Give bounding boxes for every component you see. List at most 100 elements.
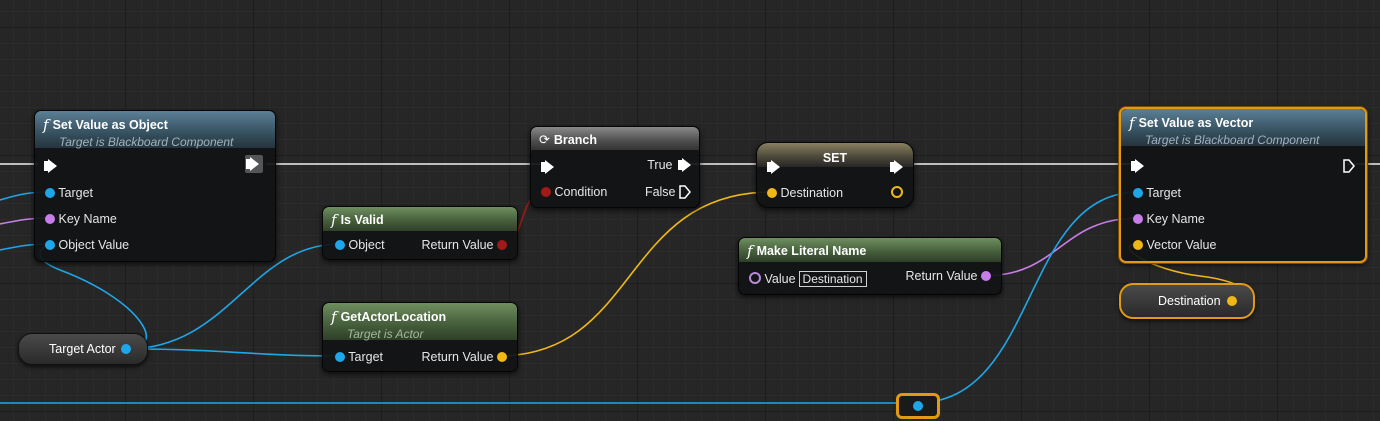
reroute-pin-icon[interactable] xyxy=(913,401,923,411)
pin-label: Target xyxy=(348,350,383,364)
target-actor-variable[interactable]: Target Actor xyxy=(18,333,148,365)
pin-label: Key Name xyxy=(58,212,117,226)
true-pin[interactable]: True xyxy=(647,158,691,172)
reroute-node[interactable] xyxy=(896,393,940,419)
node-title: Branch xyxy=(553,133,597,147)
key-name-pin[interactable]: Key Name xyxy=(1133,212,1205,226)
variable-label: Target Actor xyxy=(49,342,116,356)
exec-out-hollow-icon xyxy=(1343,159,1355,173)
wire-actor-to-getlocation xyxy=(125,348,341,357)
false-pin[interactable]: False xyxy=(645,185,691,199)
vector-pin-icon[interactable] xyxy=(1227,296,1237,306)
pin-label: True xyxy=(647,158,673,172)
node-header: SET xyxy=(757,143,913,167)
exec-in-pin[interactable] xyxy=(44,159,57,173)
name-pin-icon xyxy=(45,214,55,224)
pin-label: Target xyxy=(58,186,93,200)
wire-actor-to-isvalid xyxy=(125,243,341,350)
exec-in-icon xyxy=(44,159,57,173)
exec-in-pin[interactable] xyxy=(1131,159,1144,173)
destination-out-pin[interactable] xyxy=(891,186,903,200)
vector-value-pin[interactable]: Vector Value xyxy=(1133,238,1216,252)
node-title: SET xyxy=(822,151,848,165)
pin-label: Return Value xyxy=(905,269,978,283)
destination-pin[interactable]: Destination xyxy=(767,186,843,200)
node-title: Set Value as Object xyxy=(52,118,168,132)
node-subtitle: Target is Blackboard Component xyxy=(59,135,234,149)
node-title: Set Value as Vector xyxy=(1138,116,1254,130)
name-pin-icon xyxy=(981,271,991,281)
bool-pin-icon xyxy=(541,187,551,197)
pin-label: Object xyxy=(348,238,385,252)
vector-pin-icon xyxy=(767,188,777,198)
value-literal-input[interactable]: Destination xyxy=(798,271,867,287)
key-name-pin[interactable]: Key Name xyxy=(45,212,117,226)
branch-node[interactable]: ⟳Branch True Condition False xyxy=(530,126,700,208)
vector-pin-icon xyxy=(497,352,507,362)
object-pin-icon xyxy=(45,240,55,250)
exec-in-pin[interactable] xyxy=(767,160,780,174)
exec-in-icon xyxy=(541,160,554,174)
node-title: Is Valid xyxy=(340,213,384,227)
vector-out-pin-icon xyxy=(891,186,903,198)
exec-out-pin[interactable] xyxy=(1343,159,1355,173)
branch-icon: ⟳ xyxy=(539,133,550,148)
exec-in-pin[interactable] xyxy=(541,160,554,174)
exec-out-pin[interactable] xyxy=(245,155,263,176)
node-title: Make Literal Name xyxy=(756,244,867,258)
pin-label: Key Name xyxy=(1146,212,1205,226)
pin-label: Target xyxy=(1146,186,1181,200)
function-icon: f xyxy=(331,308,337,326)
condition-pin[interactable]: Condition xyxy=(541,185,607,199)
vector-pin-icon xyxy=(1133,240,1143,250)
return-value-pin[interactable]: Return Value xyxy=(905,269,991,283)
object-value-pin[interactable]: Object Value xyxy=(45,238,129,252)
function-icon: f xyxy=(43,116,49,134)
pin-label: Return Value xyxy=(421,350,494,364)
pin-label: Vector Value xyxy=(1146,238,1217,252)
target-pin[interactable]: Target xyxy=(1133,186,1181,200)
pin-label: Condition xyxy=(554,185,608,199)
function-icon: f xyxy=(1129,114,1135,132)
target-pin[interactable]: Target xyxy=(45,186,93,200)
exec-out-icon xyxy=(890,160,903,174)
target-pin[interactable]: Target xyxy=(335,350,383,364)
return-value-pin[interactable]: Return Value xyxy=(421,238,507,252)
object-pin-icon[interactable] xyxy=(121,344,131,354)
exec-in-icon xyxy=(767,160,780,174)
node-header: ⟳Branch xyxy=(531,127,699,150)
exec-out-icon xyxy=(246,157,259,171)
pin-label: Return Value xyxy=(421,238,494,252)
object-pin[interactable]: Object xyxy=(335,238,385,252)
node-title: GetActorLocation xyxy=(340,310,447,324)
name-pin-icon xyxy=(749,272,761,284)
wire-reroute-to-target xyxy=(915,191,1140,404)
exec-out-pin[interactable] xyxy=(890,160,903,174)
pin-label: Value xyxy=(764,272,796,286)
function-icon: f xyxy=(747,242,753,260)
object-pin-icon xyxy=(335,352,345,362)
destination-variable[interactable]: Destination xyxy=(1119,283,1255,319)
name-pin-icon xyxy=(1133,214,1143,224)
object-pin-icon xyxy=(335,240,345,250)
node-subtitle: Target is Actor xyxy=(347,327,424,341)
wire-literal-to-keyname xyxy=(982,217,1140,277)
function-icon: f xyxy=(331,211,337,229)
pin-label: Destination xyxy=(780,186,844,200)
pin-label: Object Value xyxy=(58,238,130,252)
object-pin-icon xyxy=(45,188,55,198)
set-node[interactable]: SET Destination xyxy=(756,142,914,208)
return-value-pin[interactable]: Return Value xyxy=(421,350,507,364)
exec-out-hollow-icon xyxy=(679,185,691,199)
exec-in-icon xyxy=(1131,159,1144,173)
